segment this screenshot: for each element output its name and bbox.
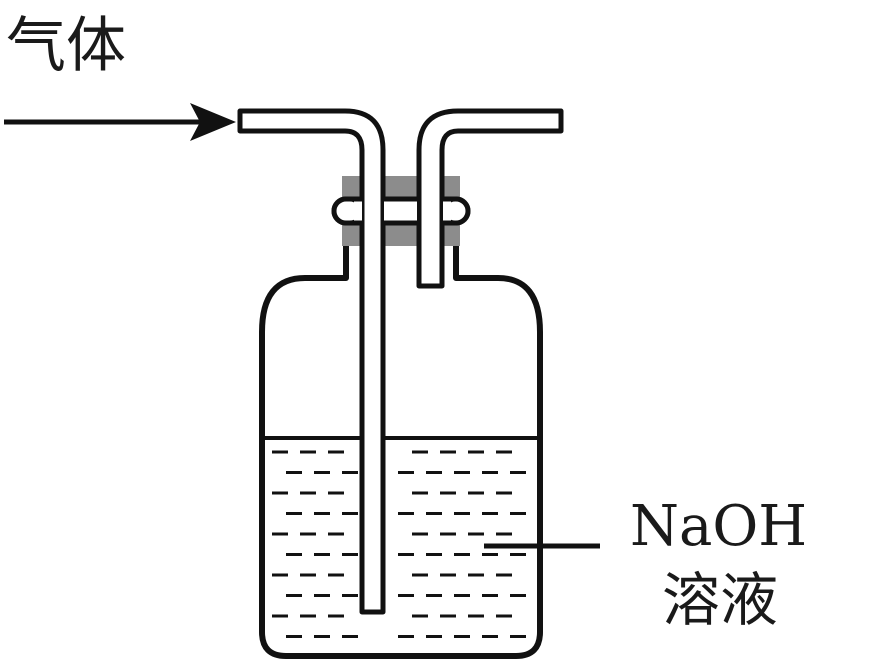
gas-inlet-arrow [4, 103, 236, 141]
naoh-solution-liquid [272, 450, 526, 638]
solution-word-label: 溶液 [662, 566, 778, 634]
gas-label: 气体 [6, 11, 126, 81]
solution-formula-label: NaOH [630, 494, 807, 559]
inlet-tube [237, 108, 386, 615]
ring-join-right [443, 201, 451, 221]
outlet-tube [416, 108, 564, 289]
ring-join-left [354, 201, 362, 221]
bottle-body [259, 244, 543, 659]
ring-front-mid [384, 201, 417, 221]
